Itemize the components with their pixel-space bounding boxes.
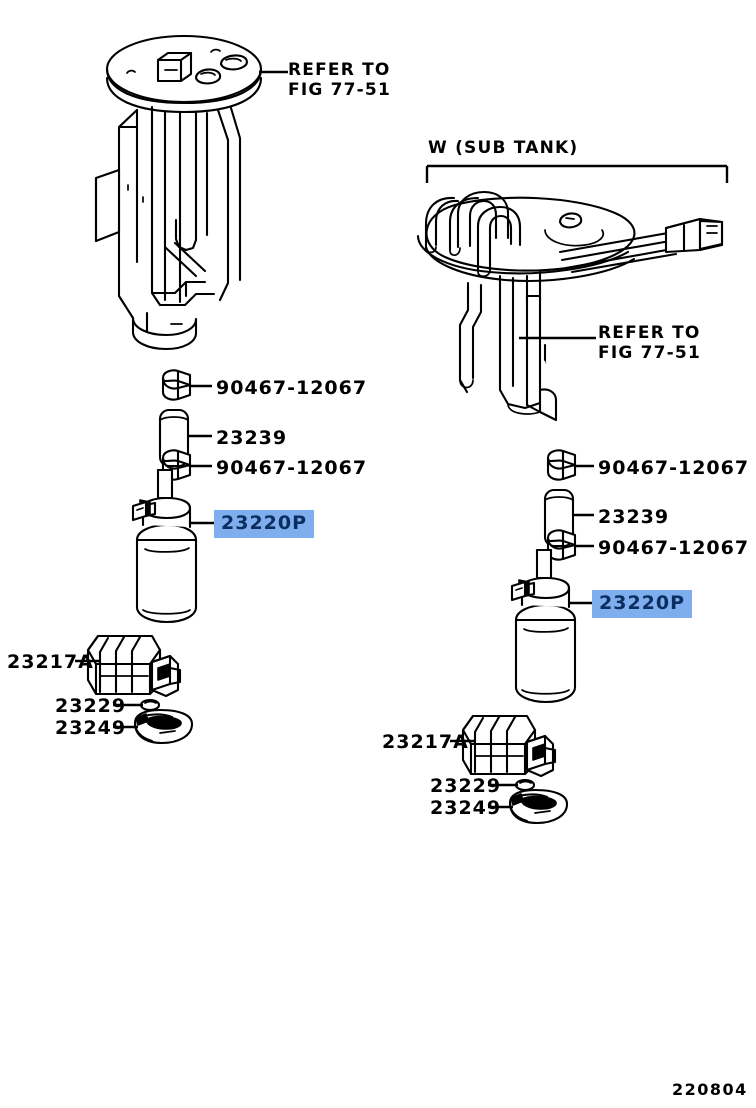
right-clip-lower-art [546, 529, 577, 561]
part-label-bracket-left: 23249 [55, 717, 127, 739]
left-fuel-pump-art [131, 468, 198, 624]
part-label-fuel-pump-left-highlighted[interactable]: 23220P [214, 510, 315, 538]
right-bracket-art [508, 788, 569, 825]
part-label-fuel-pump-right-highlighted[interactable]: 23220P [592, 590, 693, 618]
part-label-grommet-right: 23229 [430, 775, 502, 797]
left-filter-art [86, 634, 182, 698]
part-label-clip-lower-right: 90467-12067 [598, 537, 750, 559]
part-label-filter-left: 23217A [7, 651, 94, 673]
right-fuel-pump-art [510, 548, 577, 704]
main-tank-sender-assembly [94, 34, 263, 351]
part-label-clip-upper-left: 90467-12067 [216, 377, 368, 399]
left-bracket-art [133, 708, 194, 745]
part-label-filter-right: 23217A [382, 731, 469, 753]
sub-tank-sender-assembly [416, 190, 724, 422]
left-grommet-art [139, 698, 161, 712]
part-label-bracket-right: 23249 [430, 797, 502, 819]
left-clip-upper-art [161, 369, 192, 401]
part-label-clip-lower-left: 90467-12067 [216, 457, 368, 479]
right-grommet-art [514, 778, 536, 792]
refer-callout-sub: REFER TO FIG 77-51 [598, 323, 701, 364]
group-header-sub-tank: W (SUB TANK) [428, 138, 579, 158]
right-clip-upper-art [546, 449, 577, 481]
part-label-hose-right: 23239 [598, 506, 670, 528]
right-filter-art [461, 714, 557, 778]
right-hose-art [543, 488, 575, 548]
group-bracket [425, 164, 729, 183]
part-label-hose-left: 23239 [216, 427, 288, 449]
part-label-clip-upper-right: 90467-12067 [598, 457, 750, 479]
left-hose-art [158, 408, 190, 468]
part-label-grommet-left: 23229 [55, 695, 127, 717]
left-clip-lower-art [161, 449, 192, 481]
refer-callout-main: REFER TO FIG 77-51 [288, 60, 391, 101]
figure-number: 220804 [672, 1080, 748, 1099]
